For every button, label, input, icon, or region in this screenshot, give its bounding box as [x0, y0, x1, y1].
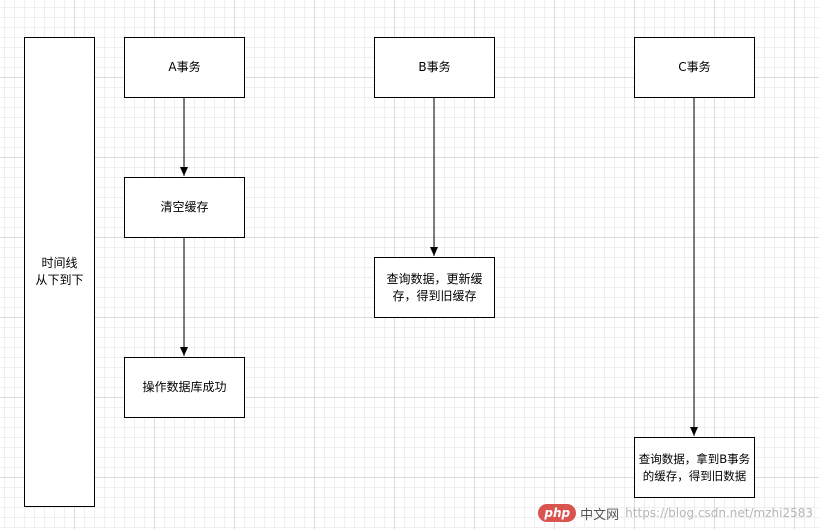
watermark-site-name: 中文网: [580, 507, 620, 523]
c-transaction-box: C事务: [634, 37, 755, 98]
b-transaction-box: B事务: [374, 37, 495, 98]
php-logo: php: [538, 504, 577, 522]
c-query-box: 查询数据，拿到B事务 的缓存，得到旧数据: [634, 437, 755, 498]
a-db-success-box: 操作数据库成功: [124, 357, 245, 418]
timeline-box: 时间线 从下到下: [24, 37, 95, 507]
watermark-url: https://blog.csdn.net/mzhi2583: [625, 506, 813, 520]
watermark: php 中文网 https://blog.csdn.net/mzhi2583: [538, 503, 813, 523]
a-clear-cache-box: 清空缓存: [124, 177, 245, 238]
a-transaction-box: A事务: [124, 37, 245, 98]
b-query-box: 查询数据，更新缓 存，得到旧缓存: [374, 257, 495, 318]
